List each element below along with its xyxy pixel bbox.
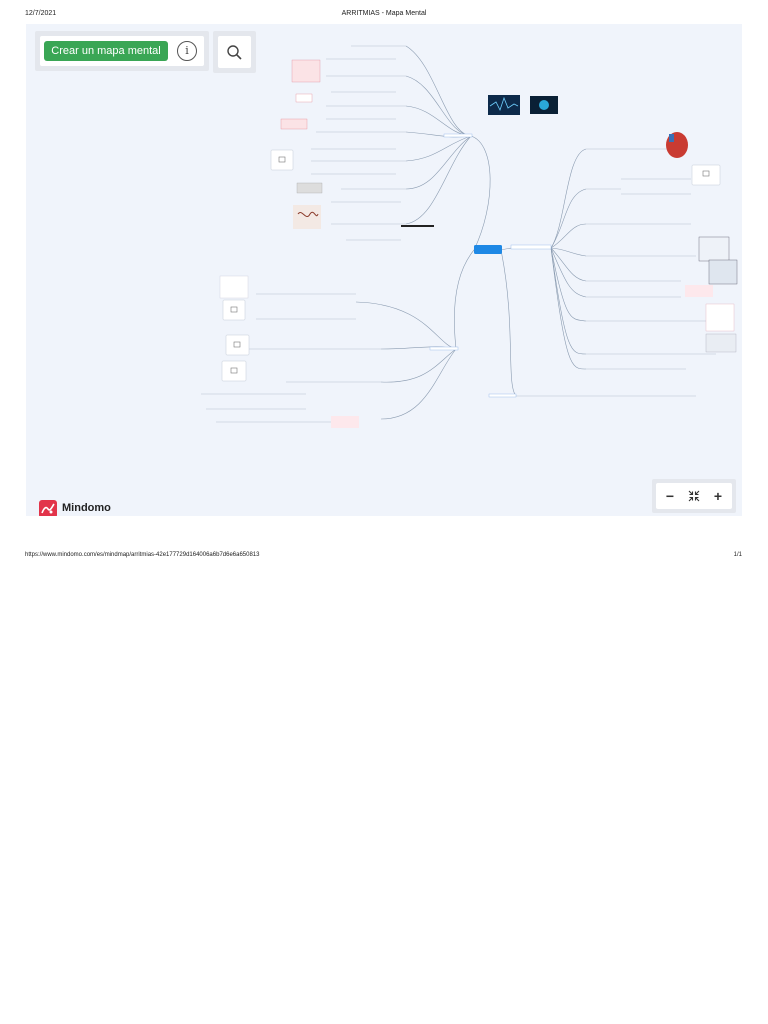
search-button[interactable] (218, 36, 251, 68)
zoom-controls: − + (652, 479, 736, 513)
cta-panel-inner: Crear un mapa mental i (40, 36, 204, 66)
brand-name: Mindomo (62, 502, 111, 514)
fit-to-screen-button[interactable] (682, 483, 706, 509)
mindomo-logo-icon (39, 500, 57, 516)
print-header: 12/7/2021 ARRITMIAS - Mapa Mental (0, 10, 768, 22)
info-icon[interactable]: i (177, 41, 197, 61)
print-title: ARRITMIAS - Mapa Mental (341, 10, 427, 17)
fit-screen-icon (688, 490, 700, 502)
search-icon (227, 45, 242, 60)
zoom-out-button[interactable]: − (665, 488, 675, 504)
zoom-in-button[interactable]: + (713, 488, 723, 504)
print-page-number: 1/1 (733, 552, 742, 558)
search-panel (213, 31, 256, 73)
create-mindmap-button[interactable]: Crear un mapa mental (44, 41, 168, 61)
print-url: https://www.mindomo.com/es/mindmap/arrit… (25, 552, 260, 558)
mindmap-diagram (201, 45, 738, 428)
cta-panel: Crear un mapa mental i (35, 31, 209, 71)
mindmap-canvas[interactable]: Crear un mapa mental i − + (26, 24, 742, 516)
zoom-controls-inner: − + (656, 483, 732, 509)
print-date: 12/7/2021 (25, 10, 57, 17)
